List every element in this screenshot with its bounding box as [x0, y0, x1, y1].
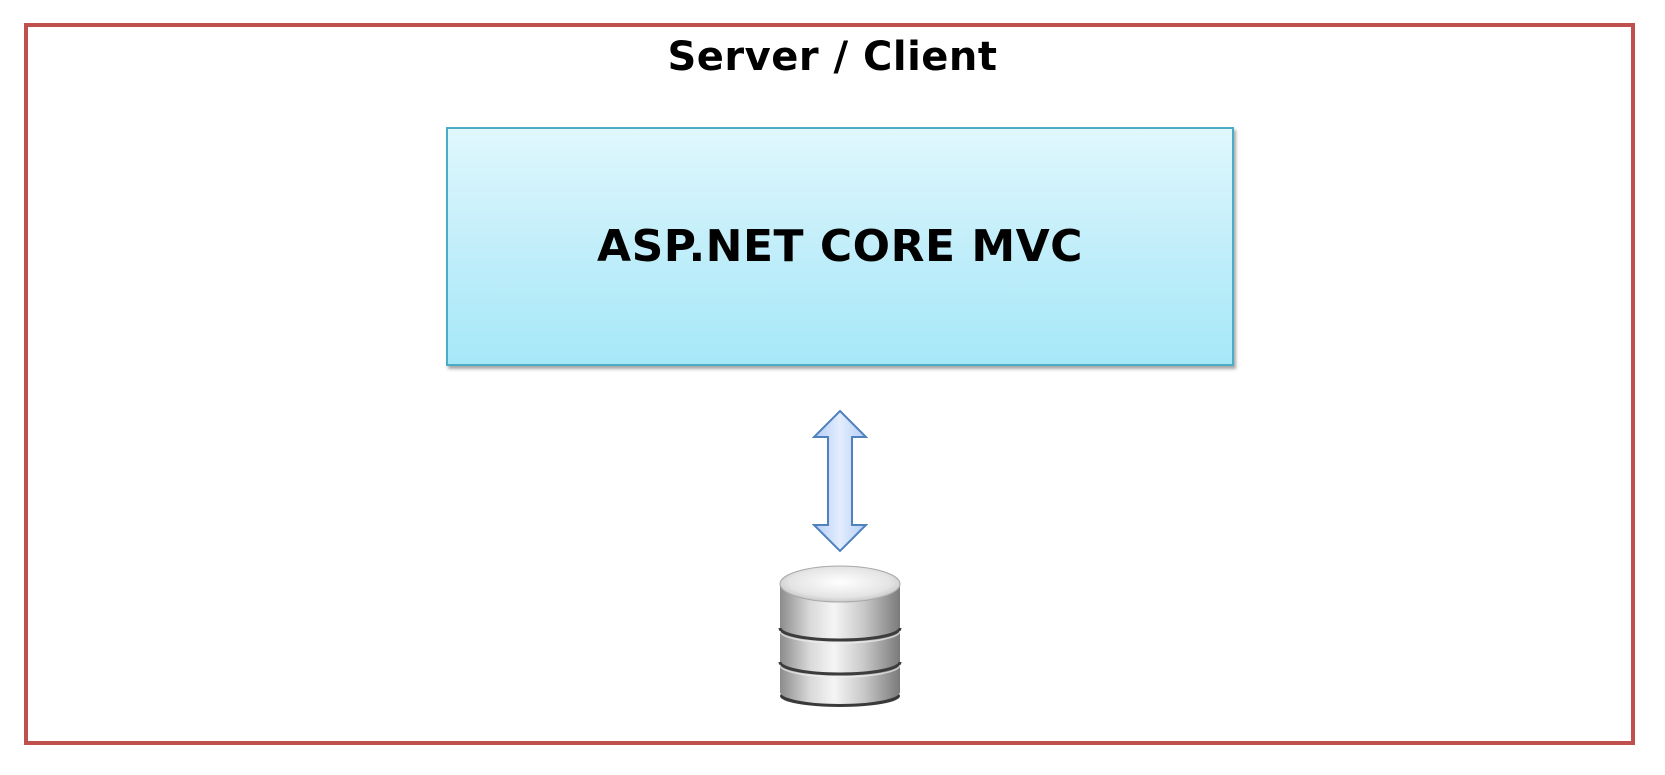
- aspnet-core-mvc-box: ASP.NET CORE MVC: [446, 127, 1234, 366]
- aspnet-core-mvc-label: ASP.NET CORE MVC: [597, 221, 1083, 272]
- diagram-title: Server / Client: [667, 34, 998, 80]
- arrow-shape: [812, 409, 868, 553]
- database-icon: [778, 565, 902, 707]
- bidirectional-arrow-icon: [812, 409, 868, 553]
